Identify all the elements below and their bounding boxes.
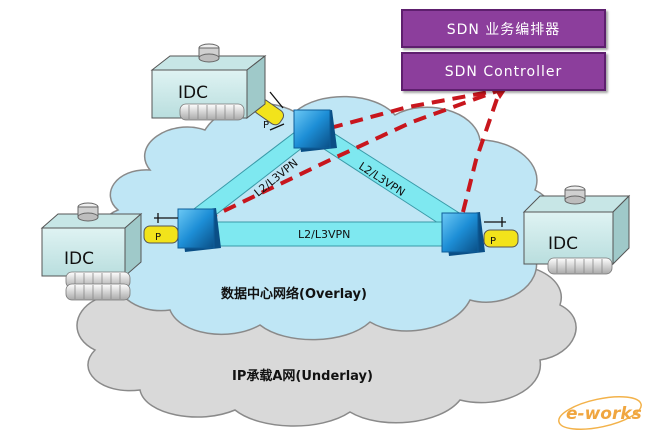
idc-top-storage <box>179 103 245 121</box>
idc-right-label: IDC <box>548 234 578 254</box>
control-dashed-lines <box>204 88 502 222</box>
switch-left <box>177 208 221 252</box>
port-right-label: P <box>490 236 496 247</box>
port-right: P <box>483 217 519 248</box>
port-left: P <box>143 213 179 244</box>
sdn-controller-label: SDN Controller <box>444 63 563 80</box>
port-top-label: P <box>263 120 269 131</box>
idc-left: IDC <box>40 202 143 301</box>
sdn-orchestrator-box: SDN 业务编排器 <box>401 9 606 48</box>
idc-left-storage-2 <box>65 283 131 301</box>
overlay-label: 数据中心网络(Overlay) <box>221 286 367 302</box>
idc-top-label: IDC <box>178 83 208 103</box>
idc-top: IDC <box>150 43 267 121</box>
port-left-label: P <box>155 232 161 243</box>
idc-left-label: IDC <box>64 249 94 269</box>
underlay-label: IP承载A网(Underlay) <box>232 368 373 384</box>
sdn-orchestrator-label: SDN 业务编排器 <box>446 21 561 38</box>
eworks-logo: e-works <box>558 396 642 430</box>
link-bottom-label: L2/L3VPN <box>298 228 350 241</box>
switch-top <box>293 109 337 152</box>
sdn-controller-box: SDN Controller <box>401 52 606 91</box>
idc-right-storage <box>547 257 613 275</box>
switch-right <box>441 212 485 256</box>
idc-right: IDC <box>522 185 631 275</box>
watermark-text: e-works <box>566 404 642 424</box>
